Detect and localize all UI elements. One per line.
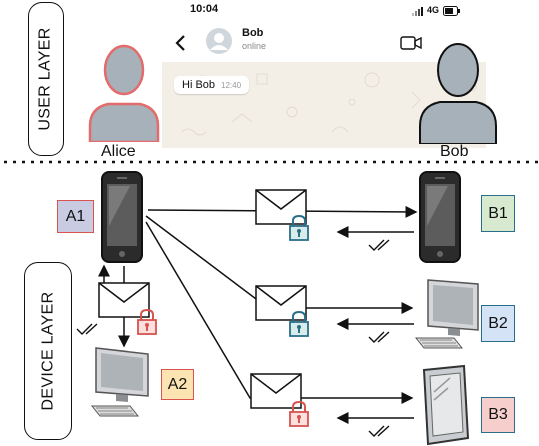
battery-icon xyxy=(443,6,460,16)
bob-avatar xyxy=(419,43,497,144)
read-receipt-icon xyxy=(368,331,390,343)
lock-icon xyxy=(137,308,157,335)
device-tag-b1-label: B1 xyxy=(488,204,508,222)
read-receipt-icon xyxy=(368,239,390,251)
lock-icon xyxy=(289,310,309,337)
user-layer-label: USER LAYER xyxy=(28,2,64,156)
signal-icon xyxy=(412,7,423,16)
desktop-computer-icon xyxy=(414,279,479,349)
back-icon[interactable] xyxy=(174,34,186,52)
envelope-icon xyxy=(255,285,307,321)
contact-status: online xyxy=(242,41,267,51)
envelope-icon xyxy=(98,282,150,318)
device-tag-b2-label: B2 xyxy=(488,314,508,332)
contact-name: Bob xyxy=(242,27,264,39)
chat-screen: 10:04 4G Bob online Hi Bob 12:40 xyxy=(162,0,486,148)
alice-name: Alice xyxy=(101,143,136,160)
chat-header: Bob online xyxy=(162,22,486,62)
tablet-icon xyxy=(422,364,470,446)
device-tag-b3-label: B3 xyxy=(488,406,508,423)
device-tag-a1: A1 xyxy=(57,200,94,233)
status-bar: 10:04 4G xyxy=(162,0,486,22)
network-label: 4G xyxy=(427,5,440,15)
device-tag-b1: B1 xyxy=(481,195,515,232)
smartphone-icon xyxy=(419,171,461,263)
lock-icon xyxy=(289,400,309,427)
message-bubble: Hi Bob 12:40 xyxy=(174,76,250,94)
device-tag-a1-label: A1 xyxy=(65,207,86,225)
read-receipt-icon xyxy=(368,425,390,437)
device-tag-b3: B3 xyxy=(481,397,515,433)
alice-avatar xyxy=(88,44,160,142)
desktop-computer-icon xyxy=(90,347,149,417)
smartphone-icon xyxy=(101,171,143,263)
message-time: 12:40 xyxy=(221,81,242,90)
video-call-icon[interactable] xyxy=(400,36,422,50)
contact-avatar[interactable] xyxy=(206,28,232,54)
device-tag-b2: B2 xyxy=(481,305,515,342)
device-layer-label: DEVICE LAYER xyxy=(24,262,72,440)
envelope-icon xyxy=(255,189,307,225)
status-time: 10:04 xyxy=(190,3,219,15)
envelope-icon xyxy=(250,373,302,409)
read-receipt-icon xyxy=(76,323,98,335)
device-tag-a2-label: A2 xyxy=(167,375,188,393)
message-text: Hi Bob xyxy=(182,79,216,91)
device-tag-a2: A2 xyxy=(161,369,194,400)
bob-name: Bob xyxy=(440,143,469,160)
lock-icon xyxy=(289,214,309,241)
